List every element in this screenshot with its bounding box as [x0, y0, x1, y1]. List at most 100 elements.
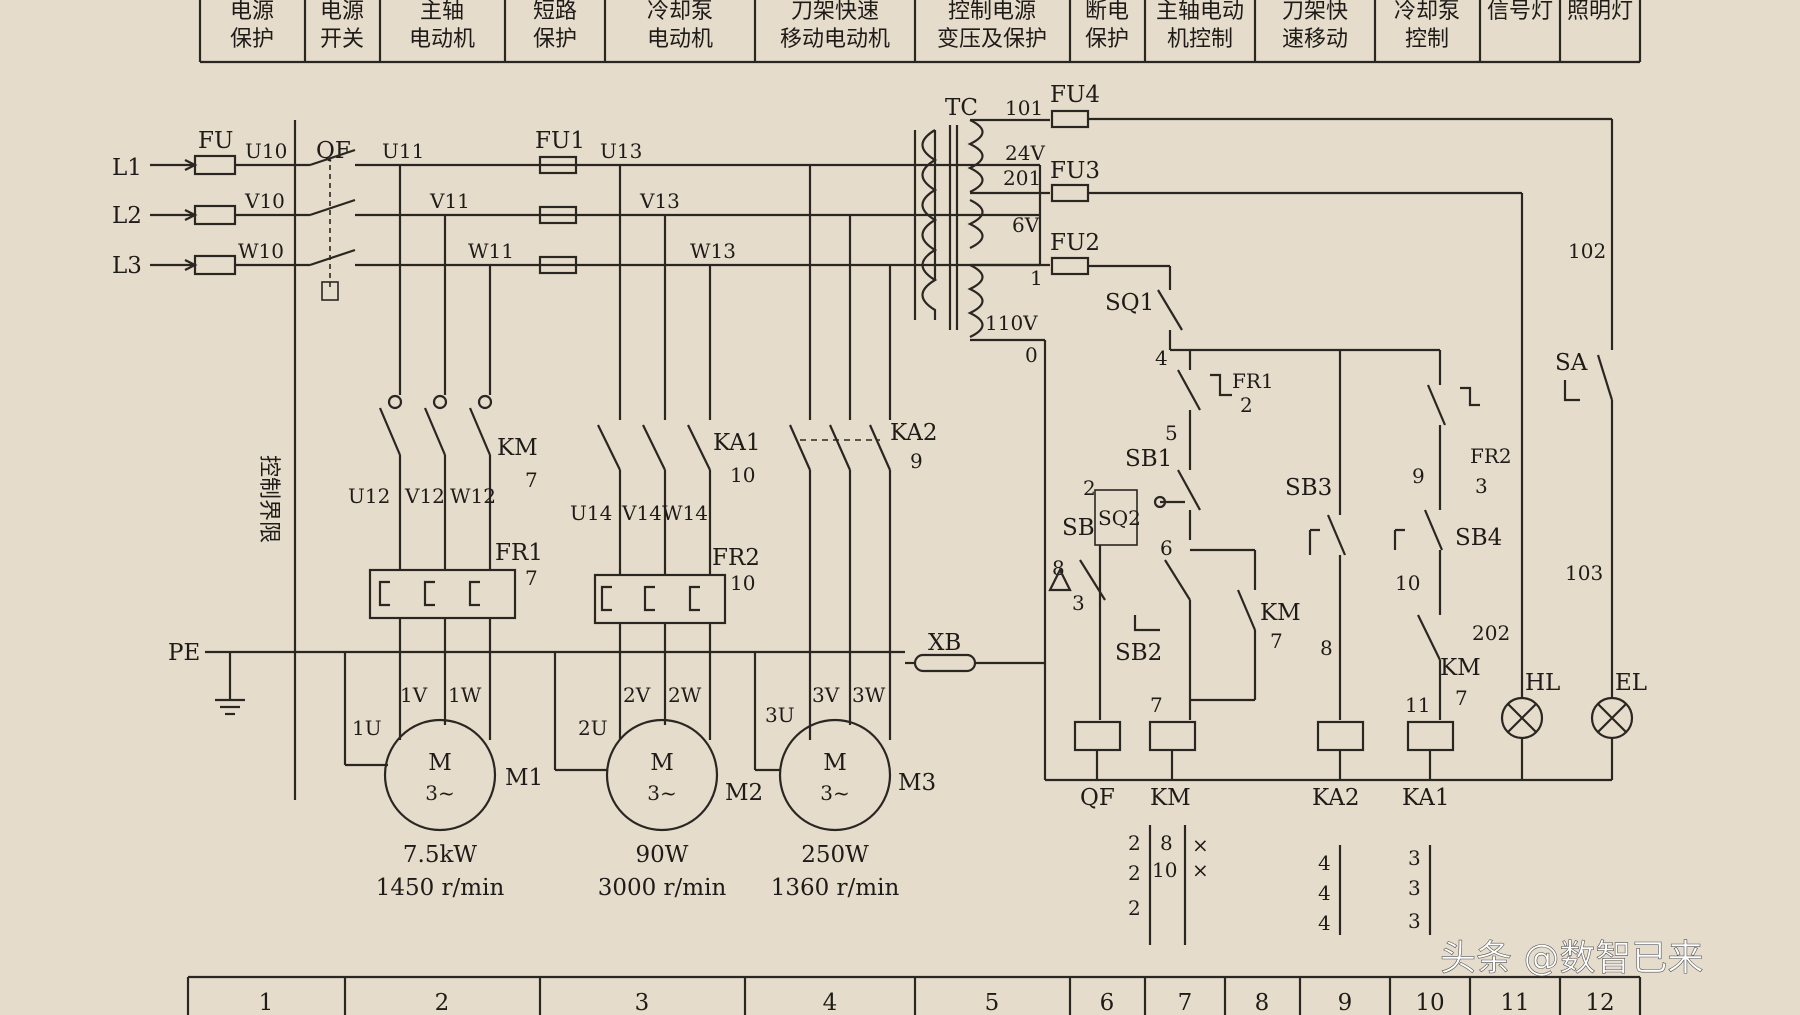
- watermark-text: 头条 @数智已来: [1440, 938, 1703, 979]
- relay-fr2: [593, 573, 727, 625]
- label-fr1-ctl-ref: 2: [1240, 393, 1253, 417]
- ref-ka2-2: 4: [1318, 881, 1331, 905]
- label-el: EL: [1615, 670, 1647, 696]
- header-cell-line1: 断电: [1085, 0, 1129, 24]
- label-hl: HL: [1525, 670, 1560, 696]
- ref-km-3: 2: [1128, 896, 1141, 920]
- label-n8b: 8: [1320, 636, 1333, 660]
- label-coil-km: KM: [1150, 785, 1191, 811]
- label-n0: 0: [1025, 343, 1038, 367]
- label-n103: 103: [1565, 561, 1603, 585]
- fuse-fu1-b: [538, 205, 578, 225]
- label-fu: FU: [198, 128, 233, 154]
- motor-terminal-w: 3W: [852, 683, 886, 707]
- footer-cell: 12: [1585, 990, 1614, 1015]
- label-km-ref: 7: [525, 468, 538, 492]
- label-ka1: KA1: [713, 430, 761, 456]
- coil-qf: [1073, 720, 1122, 752]
- header-cell-line1: 刀架快: [1282, 0, 1348, 24]
- fuse-fu-l3: [193, 254, 237, 276]
- label-n6: 6: [1160, 536, 1173, 560]
- label-n1: 1: [1030, 266, 1043, 290]
- motor-m1: [383, 718, 497, 832]
- motor-speed-rating: 1450 r/min: [376, 875, 505, 901]
- fuse-fu-l2: [193, 204, 237, 226]
- fuse-fu3: [1050, 183, 1090, 203]
- footer-cell: 7: [1178, 990, 1193, 1015]
- header-cell-line1: 冷却泵: [647, 0, 713, 24]
- label-ka2-ref: 9: [910, 449, 923, 473]
- label-n202: 202: [1472, 621, 1510, 645]
- motor-terminal-v: 3V: [812, 683, 840, 707]
- label-u12: U12: [348, 484, 390, 508]
- label-sb2: SB2: [1115, 640, 1162, 666]
- label-u10: U10: [245, 139, 287, 163]
- label-6v: 6V: [1012, 213, 1040, 237]
- fuse-fu2: [1050, 256, 1090, 276]
- label-coil-qf: QF: [1080, 785, 1115, 811]
- motor-terminal-u: 1U: [352, 716, 382, 740]
- fuse-fu4: [1050, 109, 1090, 129]
- footer-cell: 10: [1415, 990, 1444, 1015]
- motor-m2: [605, 718, 719, 832]
- coil-km: [1148, 720, 1197, 752]
- footer-cell: 8: [1255, 990, 1270, 1015]
- footer-cell: 2: [435, 990, 450, 1015]
- label-km-hold-ref: 7: [1270, 629, 1283, 653]
- label-w14: W14: [662, 501, 708, 525]
- motor-terminal-v: 1V: [400, 683, 428, 707]
- footer-cell: 9: [1338, 990, 1353, 1015]
- label-u13: U13: [600, 139, 642, 163]
- motor-terminal-w: 2W: [668, 683, 702, 707]
- control-circuit: SQ1 4 FR1 2 5 SB1 6 2 SQ2 SB 8 3 SB2 7: [1048, 266, 1512, 945]
- header-table: 电源保护电源开关主轴电动机短路保护冷却泵电动机刀架快速移动电动机控制电源变压及保…: [198, 0, 1642, 64]
- header-cell-line1: 主轴电动: [1156, 0, 1244, 24]
- motor-power-rating: 7.5kW: [403, 842, 478, 868]
- ref-km-x2: ×: [1192, 858, 1209, 882]
- label-v12: V12: [404, 484, 445, 508]
- motor-power-rating: 90W: [636, 842, 689, 868]
- header-cell-line1: 电源: [230, 0, 274, 24]
- ref-km-1: 2: [1128, 831, 1141, 855]
- label-fu3: FU3: [1050, 158, 1100, 184]
- motor-id-label: M3: [898, 770, 936, 796]
- header-cell-line2: 变压及保护: [937, 27, 1047, 52]
- label-tc: TC: [945, 95, 978, 121]
- label-ka2: KA2: [890, 420, 938, 446]
- label-coil-ka2: KA2: [1312, 785, 1360, 811]
- header-cell-line2: 机控制: [1167, 27, 1233, 52]
- control-transformer: TC 101 24V 201 6V 1 110V 0 FU4 FU3 FU2: [913, 82, 1612, 782]
- label-v13: V13: [639, 189, 680, 213]
- motor-phase-label: 3~: [647, 781, 676, 805]
- label-w12: W12: [450, 484, 496, 508]
- ref-ka2-3: 4: [1318, 911, 1331, 935]
- label-v14: V14: [621, 501, 662, 525]
- footer-cell: 4: [823, 990, 838, 1015]
- label-w13: W13: [690, 239, 736, 263]
- motor-speed-rating: 1360 r/min: [771, 875, 900, 901]
- header-cell-line1: 照明灯: [1567, 0, 1633, 24]
- label-n102: 102: [1568, 239, 1606, 263]
- motor-terminal-v: 2V: [623, 683, 651, 707]
- motor-speed-rating: 3000 r/min: [598, 875, 727, 901]
- label-l2: L2: [112, 203, 142, 229]
- label-pe: PE: [168, 640, 200, 666]
- label-km: KM: [497, 435, 538, 461]
- motor-terminal-u: 3U: [765, 703, 795, 727]
- lamp-circuit: 202 HL 102 SA 103 EL: [1472, 119, 1647, 780]
- motor-id-label: M2: [725, 780, 763, 806]
- motor-terminal-w: 1W: [448, 683, 482, 707]
- header-cell-line1: 主轴: [420, 0, 464, 24]
- label-km-hold: KM: [1260, 600, 1301, 626]
- coil-ka2: [1316, 720, 1365, 752]
- motor-terminal-u: 2U: [578, 716, 608, 740]
- label-n9: 9: [1412, 464, 1425, 488]
- label-control-boundary: 控制界限: [256, 455, 281, 543]
- header-cell-line2: 保护: [533, 27, 577, 52]
- motor-id-label: M1: [505, 765, 543, 791]
- motor-phase-label: 3~: [820, 781, 849, 805]
- connector-xb: [913, 653, 977, 673]
- label-sq1: SQ1: [1105, 290, 1154, 316]
- label-n4: 4: [1155, 346, 1168, 370]
